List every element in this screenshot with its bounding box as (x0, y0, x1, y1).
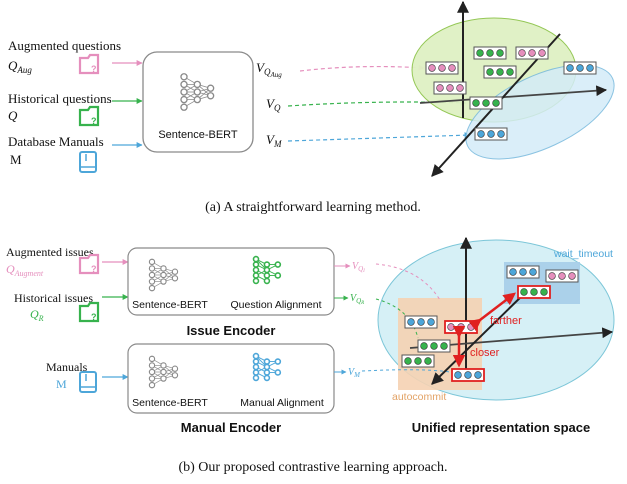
output-v-m: VM (266, 132, 282, 149)
folder-question-icon-pink-b: ? (78, 253, 100, 275)
input-augmented-issues-symbol: QAugment (6, 262, 44, 278)
svg-text:?: ? (91, 116, 97, 126)
dashed-connector-m (287, 132, 471, 142)
output-v-q: VQ (266, 96, 281, 113)
issue-sbert-label: Sentence-BERT (132, 299, 208, 311)
input-augmented-questions-label: Augmented questions (8, 38, 121, 53)
input-manuals-symbol: M (56, 377, 67, 391)
sentence-bert-label: Sentence-BERT (158, 129, 238, 141)
output-v-q-i: VQI (352, 261, 365, 274)
output-v-q-r: VQR (350, 293, 364, 306)
embedding-vector (517, 285, 551, 299)
input-historical-questions-symbol: Q (8, 108, 18, 123)
dashed-connector-b-green (375, 298, 419, 339)
svg-text:?: ? (91, 312, 97, 322)
embedding-vector (417, 339, 451, 353)
embedding-vector (515, 46, 549, 60)
input-database-manuals-label: Database Manuals (8, 134, 104, 149)
question-alignment-label: Question Alignment (230, 299, 321, 311)
manual-encoder-box (127, 343, 335, 414)
embedding-vector (469, 96, 503, 110)
input-augmented-issues-label: Augmented issues (6, 245, 94, 259)
output-v-m-b: VM (348, 367, 361, 379)
axis-horizontal (419, 85, 608, 104)
input-historical-issues-symbol: QR (30, 307, 44, 323)
embedding-vector (563, 61, 597, 75)
embedding-vector (451, 368, 485, 382)
manual-encoder-title: Manual Encoder (181, 420, 281, 435)
svg-text:?: ? (91, 64, 97, 74)
folder-question-icon-pink: ? (78, 53, 100, 75)
autocommit-label: autocommit (392, 391, 446, 403)
input-manuals-label: Manuals (46, 360, 88, 374)
unified-space-title: Unified representation space (412, 420, 590, 435)
panel-b: Augmented issues QAugment Historical iss… (6, 236, 615, 435)
folder-question-icon-green-b: ? (78, 301, 100, 323)
embedding-vector (474, 127, 508, 141)
input-augmented-questions-symbol: QAug (8, 58, 32, 75)
alignment-network-icon-green (252, 255, 282, 285)
embedding-vector (433, 81, 467, 95)
embedding-vector (545, 269, 579, 283)
wait-timeout-label: wait_timeout (553, 248, 613, 260)
input-database-manuals-symbol: M (10, 152, 22, 167)
farther-arrow (468, 292, 516, 332)
embedding-vector (473, 46, 507, 60)
issue-encoder-box (127, 247, 335, 316)
input-historical-questions-label: Historical questions (8, 91, 112, 106)
dashed-connector-b-pink (375, 263, 441, 301)
embedding-vector (483, 65, 517, 79)
farther-label: farther (490, 315, 522, 327)
svg-text:?: ? (91, 264, 97, 274)
input-historical-issues-label: Historical issues (14, 291, 93, 305)
closer-label: closer (470, 347, 500, 359)
embedding-vector (401, 354, 435, 368)
caption-b: (b) Our proposed contrastive learning ap… (178, 460, 447, 475)
embedding-vector (404, 315, 438, 329)
output-v-q-aug: VQAug (256, 60, 282, 79)
embedding-vector (425, 61, 459, 75)
dashed-connector-aug (299, 64, 425, 72)
book-icon-blue (79, 151, 97, 173)
panel-a: Augmented questions QAug Historical ques… (8, 0, 615, 177)
issue-encoder-title: Issue Encoder (187, 323, 276, 338)
embedding-vector (506, 265, 540, 279)
manual-alignment-label: Manual Alignment (240, 397, 324, 409)
book-icon-blue-b (79, 371, 97, 393)
folder-question-icon-green: ? (78, 105, 100, 127)
alignment-network-icon-blue (252, 352, 282, 382)
manual-sbert-label: Sentence-BERT (132, 397, 208, 409)
caption-a: (a) A straightforward learning method. (205, 200, 421, 215)
embedding-vector (444, 320, 478, 334)
